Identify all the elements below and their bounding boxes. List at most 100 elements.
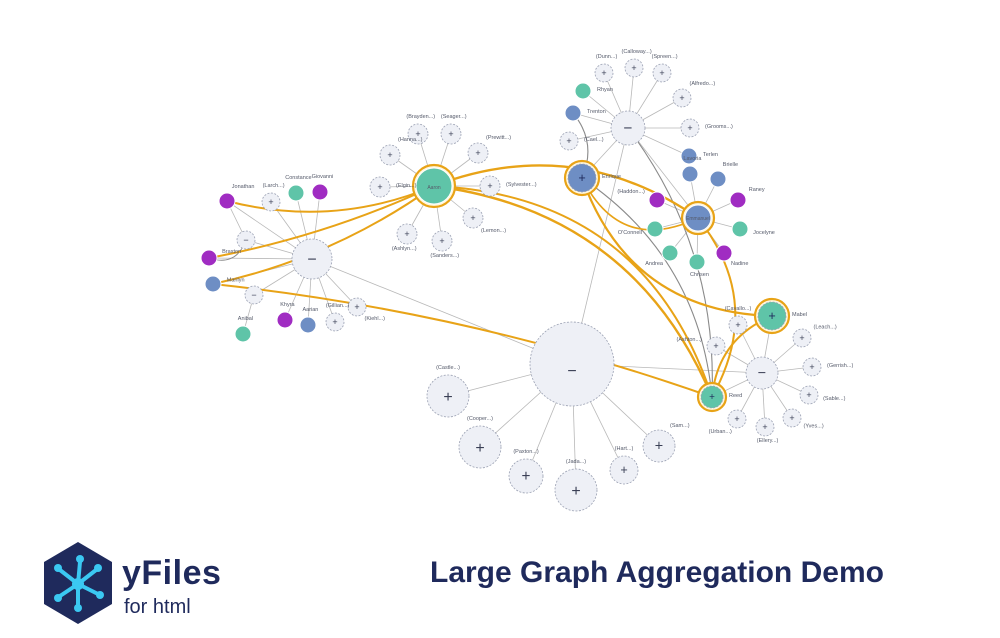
person-node[interactable] <box>680 147 698 165</box>
aggregate-node-collapsed[interactable]: + <box>347 297 367 317</box>
aggregate-node-collapsed[interactable]: + <box>426 374 470 418</box>
aggregate-node-collapsed[interactable]: + <box>431 230 453 252</box>
aggregate-node-collapsed[interactable]: + <box>727 409 747 429</box>
expand-icon[interactable]: + <box>655 438 663 454</box>
person-node[interactable] <box>709 170 727 188</box>
expand-icon[interactable]: + <box>448 129 453 139</box>
aggregate-node-collapsed[interactable]: + <box>462 207 484 229</box>
person-node[interactable] <box>715 244 733 262</box>
expand-icon[interactable]: + <box>631 63 636 73</box>
person-node[interactable] <box>646 220 664 238</box>
expand-icon[interactable]: + <box>443 389 452 406</box>
aggregate-node-expanded[interactable]: − <box>244 285 264 305</box>
person-node[interactable] <box>564 104 582 122</box>
expand-icon[interactable]: + <box>735 320 740 330</box>
expand-icon[interactable]: + <box>809 362 814 372</box>
collapse-icon[interactable]: − <box>624 120 633 137</box>
aggregate-node-collapsed[interactable]: + <box>467 142 489 164</box>
person-node[interactable] <box>299 316 317 334</box>
aggregate-node-collapsed[interactable]: + <box>508 458 544 494</box>
expand-icon[interactable]: + <box>659 68 664 78</box>
aggregate-node-collapsed[interactable]: + <box>624 58 644 78</box>
aggregate-node-collapsed[interactable]: + <box>753 297 791 335</box>
person-node[interactable] <box>731 220 749 238</box>
aggregate-node-expanded[interactable]: − <box>610 110 646 146</box>
expand-icon[interactable]: + <box>487 181 492 191</box>
aggregate-node-collapsed[interactable]: + <box>479 175 501 197</box>
person-node[interactable] <box>681 165 699 183</box>
aggregate-node-collapsed[interactable]: + <box>407 123 429 145</box>
expand-icon[interactable]: + <box>377 182 382 192</box>
expand-icon[interactable]: + <box>566 136 571 146</box>
collapse-icon[interactable]: − <box>567 363 576 380</box>
expand-icon[interactable]: + <box>768 309 775 323</box>
person-node[interactable] <box>200 249 218 267</box>
aggregate-node-collapsed[interactable]: + <box>728 315 748 335</box>
aggregate-node-collapsed[interactable]: + <box>458 425 502 469</box>
expand-icon[interactable]: + <box>806 390 811 400</box>
expand-icon[interactable]: + <box>679 93 684 103</box>
expand-icon[interactable]: + <box>687 123 692 133</box>
expand-icon[interactable]: + <box>475 148 480 158</box>
aggregate-node-collapsed[interactable]: + <box>799 385 819 405</box>
expand-icon[interactable]: + <box>578 171 585 185</box>
person-node[interactable] <box>218 192 236 210</box>
expand-icon[interactable]: + <box>268 197 273 207</box>
person-node[interactable] <box>234 325 252 343</box>
person-node[interactable] <box>574 82 592 100</box>
aggregate-node-collapsed[interactable]: + <box>672 88 692 108</box>
expand-icon[interactable]: + <box>332 317 337 327</box>
aggregate-node-collapsed[interactable]: + <box>379 144 401 166</box>
aggregate-node-collapsed[interactable]: + <box>755 417 775 437</box>
aggregate-node-collapsed[interactable]: + <box>396 223 418 245</box>
aggregate-node-expanded[interactable]: − <box>236 230 256 250</box>
aggregate-node-collapsed[interactable]: + <box>696 381 728 413</box>
collapse-icon[interactable]: − <box>251 290 256 300</box>
graph-canvas[interactable]: − + + + + + + − − − + + + + + + + + + + + + − + + + + + + + − + + + + + + + + +… <box>0 0 1000 540</box>
aggregate-node-collapsed[interactable]: + <box>680 118 700 138</box>
expand-icon[interactable]: + <box>620 463 627 477</box>
expand-icon[interactable]: + <box>470 213 475 223</box>
expand-icon[interactable]: + <box>762 422 767 432</box>
aggregate-node-collapsed[interactable]: + <box>559 131 579 151</box>
collapse-icon[interactable]: − <box>307 252 316 269</box>
expand-icon[interactable]: + <box>789 413 794 423</box>
collapse-icon[interactable]: − <box>243 235 248 245</box>
expand-icon[interactable]: + <box>439 236 444 246</box>
aggregate-node-collapsed[interactable]: + <box>652 63 672 83</box>
aggregate-node-collapsed[interactable]: + <box>782 408 802 428</box>
person-node[interactable] <box>648 191 666 209</box>
person-node[interactable] <box>729 191 747 209</box>
expand-icon[interactable]: + <box>734 414 739 424</box>
expand-icon[interactable]: + <box>799 333 804 343</box>
person-node[interactable] <box>688 253 706 271</box>
expand-icon[interactable]: + <box>571 483 580 500</box>
person-node[interactable] <box>680 200 716 236</box>
expand-icon[interactable]: + <box>601 68 606 78</box>
expand-icon[interactable]: + <box>713 341 718 351</box>
person-node[interactable] <box>411 163 457 209</box>
aggregate-node-collapsed[interactable]: + <box>369 176 391 198</box>
aggregate-node-expanded[interactable]: − <box>291 238 333 280</box>
aggregate-node-collapsed[interactable]: + <box>642 429 676 463</box>
aggregate-node-collapsed[interactable]: + <box>706 336 726 356</box>
aggregate-node-collapsed[interactable]: + <box>325 312 345 332</box>
person-node[interactable] <box>311 183 329 201</box>
aggregate-node-collapsed[interactable]: + <box>802 357 822 377</box>
expand-icon[interactable]: + <box>354 302 359 312</box>
person-node[interactable] <box>276 311 294 329</box>
collapse-icon[interactable]: − <box>758 365 766 381</box>
expand-icon[interactable]: + <box>404 229 409 239</box>
expand-icon[interactable]: + <box>387 150 392 160</box>
aggregate-node-collapsed[interactable]: + <box>594 63 614 83</box>
aggregate-node-collapsed[interactable]: + <box>261 192 281 212</box>
aggregate-node-collapsed[interactable]: + <box>609 455 639 485</box>
aggregate-node-collapsed[interactable]: + <box>554 468 598 512</box>
person-node[interactable] <box>287 184 305 202</box>
aggregate-node-collapsed[interactable]: + <box>440 123 462 145</box>
aggregate-node-expanded[interactable]: − <box>529 321 615 407</box>
aggregate-node-collapsed[interactable]: + <box>792 328 812 348</box>
person-node[interactable] <box>204 275 222 293</box>
expand-icon[interactable]: + <box>415 129 420 139</box>
expand-icon[interactable]: + <box>475 440 484 457</box>
